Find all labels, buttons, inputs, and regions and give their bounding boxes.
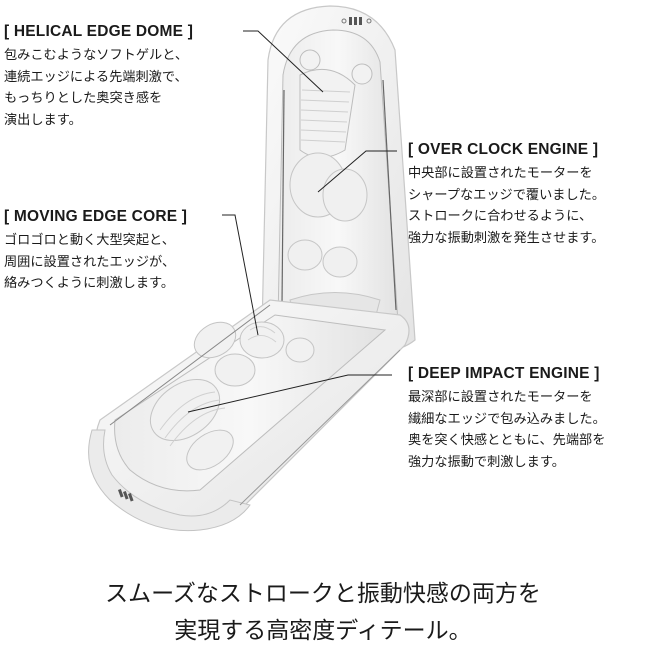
callout-description: 包みこむようなソフトゲルと、 連続エッジによる先端刺激で、 もっちりとした奥突き… <box>4 45 193 131</box>
description-line: 絡みつくように刺激します。 <box>4 276 175 291</box>
description-line: 演出します。 <box>4 112 82 128</box>
description-line: 奥を突く快感とともに、先端部を <box>408 433 606 448</box>
description-line: もっちりとした奥突き感を <box>4 91 163 106</box>
description-line: 周囲に設置されたエッジが、 <box>4 254 176 270</box>
description-line: 中央部に設置されたモーターを <box>408 166 593 181</box>
callout-title: [ DEEP IMPACT ENGINE ] <box>408 365 600 382</box>
callout-description: ゴロゴロと動く大型突起と、 周囲に設置されたエッジが、 絡みつくように刺激します… <box>4 230 187 295</box>
callout-over-clock-engine: [ OVER CLOCK ENGINE ] 中央部に設置されたモーターを シャー… <box>408 140 605 249</box>
description-line: 強力な振動刺激を発生させます。 <box>408 230 605 246</box>
callout-moving-edge-core: [ MOVING EDGE CORE ] ゴロゴロと動く大型突起と、 周囲に設置… <box>4 207 187 295</box>
description-line: 最深部に設置されたモーターを <box>408 390 593 405</box>
callout-title: [ HELICAL EDGE DOME ] <box>4 23 194 40</box>
description-line: ストロークに合わせるように、 <box>408 209 593 224</box>
callout-description: 最深部に設置されたモーターを 繊細なエッジで包み込みました。 奥を突く快感ととも… <box>408 387 606 473</box>
description-line: ゴロゴロと動く大型突起と、 <box>4 233 175 248</box>
leader-lines <box>187 30 397 413</box>
device-base <box>88 299 410 532</box>
tagline-line-1: スムーズなストロークと振動快感の両方を <box>105 581 541 607</box>
callout-deep-impact-engine: [ DEEP IMPACT ENGINE ] 最深部に設置されたモーターを 繊細… <box>408 364 606 473</box>
callout-title: [ OVER CLOCK ENGINE ] <box>408 141 599 158</box>
callout-helical-edge-dome: [ HELICAL EDGE DOME ] 包みこむようなソフトゲルと、 連続エ… <box>4 22 193 131</box>
callout-description: 中央部に設置されたモーターを シャープなエッジで覆いました。 ストロークに合わせ… <box>408 163 605 249</box>
description-line: 連続エッジによる先端刺激で、 <box>4 69 188 85</box>
vent-icon <box>118 488 134 502</box>
callout-title: [ MOVING EDGE CORE ] <box>4 208 188 225</box>
description-line: 包みこむようなソフトゲルと、 <box>4 48 189 63</box>
vent-icon <box>341 17 372 25</box>
device-lid <box>261 5 416 351</box>
description-line: 強力な振動で刺激します。 <box>408 454 565 470</box>
description-line: シャープなエッジで覆いました。 <box>408 187 606 203</box>
tagline-line-2: 実現する高密度ディテール。 <box>174 618 472 644</box>
description-line: 繊細なエッジで包み込みました。 <box>408 411 606 427</box>
